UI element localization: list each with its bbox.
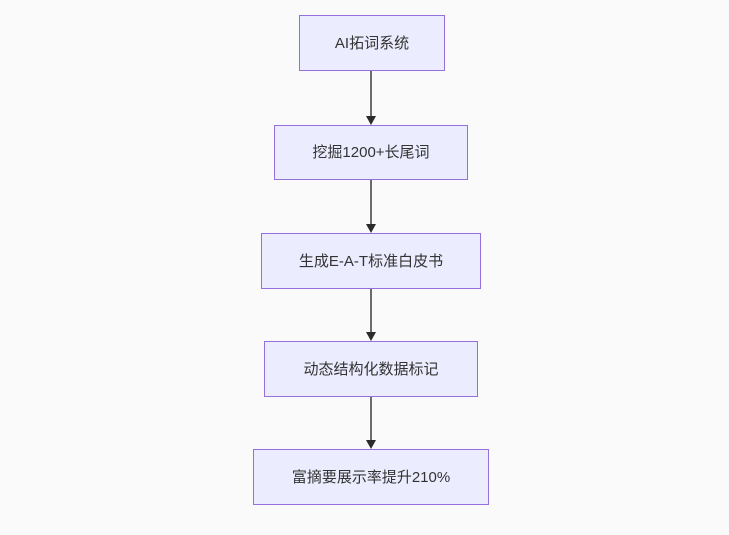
edge-line — [370, 71, 372, 116]
flow-node-rich-snippet-result: 富摘要展示率提升210% — [253, 449, 489, 505]
arrowhead-down-icon — [366, 332, 376, 341]
flow-node-eat-whitepaper: 生成E-A-T标准白皮书 — [261, 233, 481, 289]
flow-node-label: 生成E-A-T标准白皮书 — [298, 252, 444, 270]
edge-line — [370, 180, 372, 224]
flow-node-ai-keyword-system: AI拓词系统 — [299, 15, 445, 71]
flow-node-label: 富摘要展示率提升210% — [291, 468, 451, 486]
arrowhead-down-icon — [366, 440, 376, 449]
edge-line — [370, 289, 372, 332]
arrowhead-down-icon — [366, 224, 376, 233]
flow-node-label: 挖掘1200+长尾词 — [312, 144, 430, 161]
flow-node-label: 动态结构化数据标记 — [303, 360, 439, 378]
arrowhead-down-icon — [366, 116, 376, 125]
edge-line — [370, 397, 372, 440]
flow-edge-1 — [365, 71, 377, 125]
flow-edge-4 — [365, 397, 377, 449]
flow-node-label: AI拓词系统 — [334, 34, 410, 52]
flow-edge-3 — [365, 289, 377, 341]
flow-edge-2 — [365, 180, 377, 233]
flow-node-longtail-mining: 挖掘1200+长尾词 — [274, 125, 468, 180]
flow-node-structured-data-markup: 动态结构化数据标记 — [264, 341, 478, 397]
